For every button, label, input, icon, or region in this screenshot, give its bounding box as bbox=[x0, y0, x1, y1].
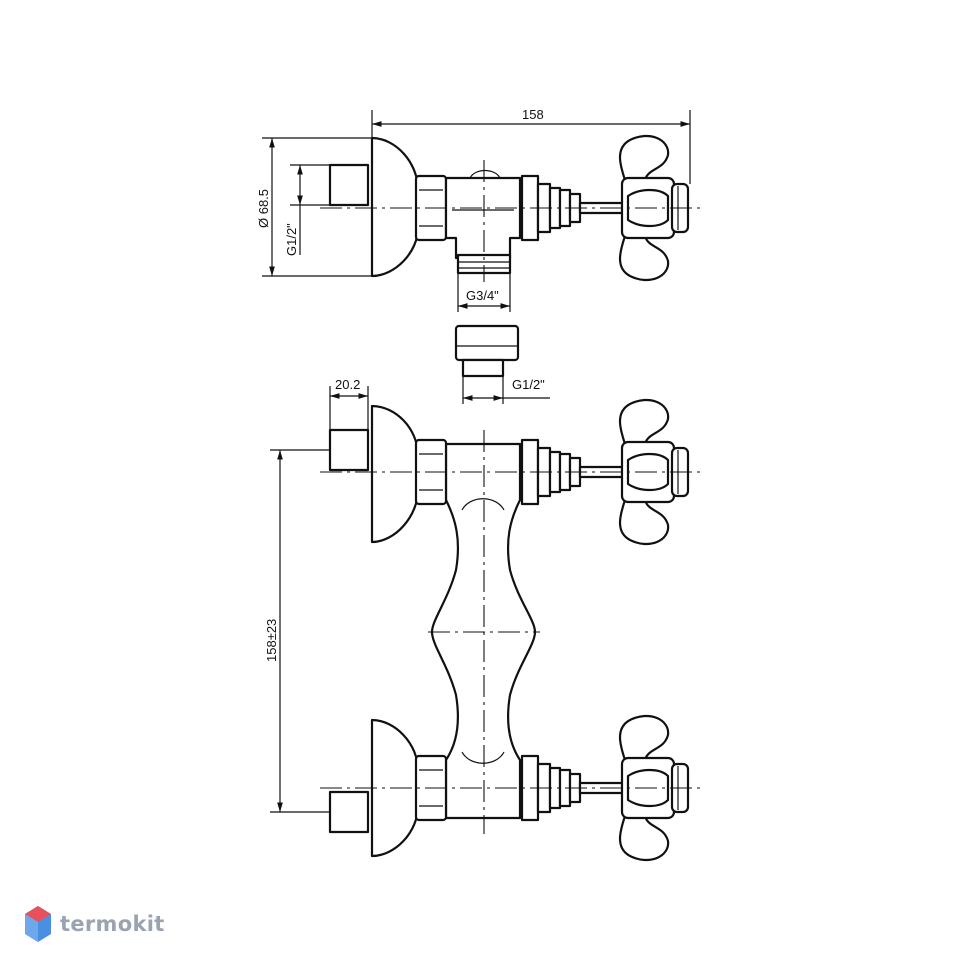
front-view bbox=[320, 398, 700, 862]
dim-inlet-thread: G1/2" bbox=[284, 223, 299, 256]
dim-center-distance: 158±23 bbox=[264, 619, 279, 662]
adapter-fitting: G1/2" bbox=[454, 324, 550, 404]
brand-logo: termokit bbox=[24, 905, 165, 943]
front-dimensions: 20.2 158±23 bbox=[264, 377, 369, 813]
top-view bbox=[320, 134, 700, 282]
top-dimensions: 158 Ø 68.5 G1/2" G3/4" bbox=[256, 107, 691, 312]
dim-flange-diameter: Ø 68.5 bbox=[256, 189, 271, 228]
dim-inlet-depth: 20.2 bbox=[335, 377, 360, 392]
dim-overall-length: 158 bbox=[522, 107, 544, 122]
hexagon-logo-icon bbox=[25, 906, 51, 942]
brand-name: termokit bbox=[60, 912, 165, 936]
dim-outlet-thread: G3/4" bbox=[466, 288, 499, 303]
dim-adapter-thread: G1/2" bbox=[512, 377, 545, 392]
